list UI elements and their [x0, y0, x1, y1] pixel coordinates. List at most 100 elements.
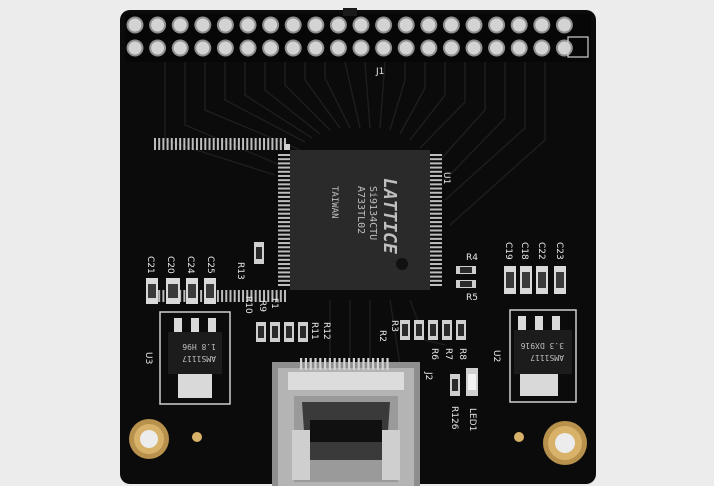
chip-pin [242, 138, 245, 150]
header-pin-top [557, 18, 571, 32]
label-f1: F1 [269, 298, 279, 309]
chip-pin [225, 290, 228, 302]
chip-pin [267, 138, 270, 150]
chip-pin [278, 275, 290, 278]
header-pin-top [444, 18, 458, 32]
chip-pin [278, 166, 290, 169]
chip-pin [174, 138, 177, 150]
caps-right [504, 266, 566, 294]
chip-pin [158, 290, 161, 302]
regulator-u3-outline [159, 311, 231, 405]
chip-designator: U1 [441, 172, 451, 184]
chip-pin [430, 233, 442, 236]
label-led1: LED1 [467, 408, 477, 431]
hdmi-connector [272, 362, 420, 486]
chip-pin [200, 290, 203, 302]
chip-pin [430, 275, 442, 278]
header-pin-top [309, 41, 323, 55]
chip-pin [278, 208, 290, 211]
caps-left [146, 278, 216, 304]
chip-pin [233, 290, 236, 302]
chip-pin [430, 170, 442, 173]
header-pin-top [557, 41, 571, 55]
header-pin-top [422, 18, 436, 32]
header-pin-top [241, 18, 255, 32]
chip-pin [278, 204, 290, 207]
hdmi-pins [300, 358, 389, 370]
chip-pin [246, 290, 249, 302]
label-r12: R12 [321, 322, 331, 340]
chip-brand: LATTICE [379, 178, 400, 254]
chip-pin [430, 179, 442, 182]
hdmi-pin [381, 358, 384, 370]
chip-pin [430, 200, 442, 203]
chip-pin [183, 138, 186, 150]
chip-pin [279, 290, 282, 302]
chip-part: Si9134CTU [367, 186, 378, 240]
chip-pin [278, 237, 290, 240]
chip-pin [263, 290, 266, 302]
chip-pin [278, 187, 290, 190]
chip-pin [278, 216, 290, 219]
label-r8: R8 [457, 348, 467, 360]
chip-pin [179, 138, 182, 150]
resistors-left-row [256, 322, 308, 342]
header-pin-top [512, 18, 526, 32]
chip-lot: A733TL02 [355, 186, 366, 234]
chip-pin [278, 250, 290, 253]
chip-origin: TAIWAN [329, 186, 339, 219]
chip-pin [225, 138, 228, 150]
label-c20: C20 [165, 256, 175, 274]
hdmi-pin [362, 358, 365, 370]
label-c19: C19 [503, 242, 513, 260]
chip-pin [430, 221, 442, 224]
hdmi-pin [372, 358, 375, 370]
header-pin-top [241, 41, 255, 55]
chip-pin [430, 154, 442, 156]
chip-pin [278, 174, 290, 177]
chip-pin [254, 290, 257, 302]
chip-pin [278, 225, 290, 228]
header-label: J1 [375, 67, 384, 77]
header-pin-top [173, 41, 187, 55]
traces [164, 61, 546, 376]
hdmi-pin [300, 358, 303, 370]
chip-pin [430, 242, 442, 245]
header-pin-top [490, 18, 504, 32]
header-pin-top [377, 18, 391, 32]
label-r13: R13 [235, 262, 245, 280]
header-pin-top [173, 18, 187, 32]
label-r126: R126 [449, 406, 459, 430]
hdmi-pin [324, 358, 327, 370]
chip-pin [187, 138, 190, 150]
header-pin-top [399, 41, 413, 55]
chip-pin [430, 162, 442, 165]
chip-pin [278, 191, 290, 194]
chip-pin [221, 290, 224, 302]
chip-pin [430, 183, 442, 186]
chip-pin [258, 290, 261, 302]
mounting-hole-left [129, 419, 169, 459]
chip-pin [246, 138, 249, 150]
chip-pin [162, 290, 165, 302]
header-pin-top [286, 18, 300, 32]
hdmi-pin [386, 358, 389, 370]
hdmi-pin [343, 358, 346, 370]
chip-pin [170, 138, 173, 150]
label-r10: R10 [243, 296, 253, 314]
label-r4: R4 [466, 253, 478, 263]
resistor-r13-body [256, 247, 262, 259]
label-j2: J2 [423, 371, 433, 380]
hdmi-pin [333, 358, 336, 370]
label-r6: R6 [429, 348, 439, 360]
chip-pin [430, 263, 442, 266]
mounting-hole-right [543, 421, 587, 465]
chip-pin [204, 138, 207, 150]
chip-pin1-mark [284, 144, 290, 150]
chip-pin [154, 138, 156, 150]
chip-pin [279, 138, 282, 150]
chip-pin [430, 166, 442, 169]
chip-pin [200, 138, 203, 150]
chip-pin [284, 290, 286, 302]
header-pin-top [218, 41, 232, 55]
